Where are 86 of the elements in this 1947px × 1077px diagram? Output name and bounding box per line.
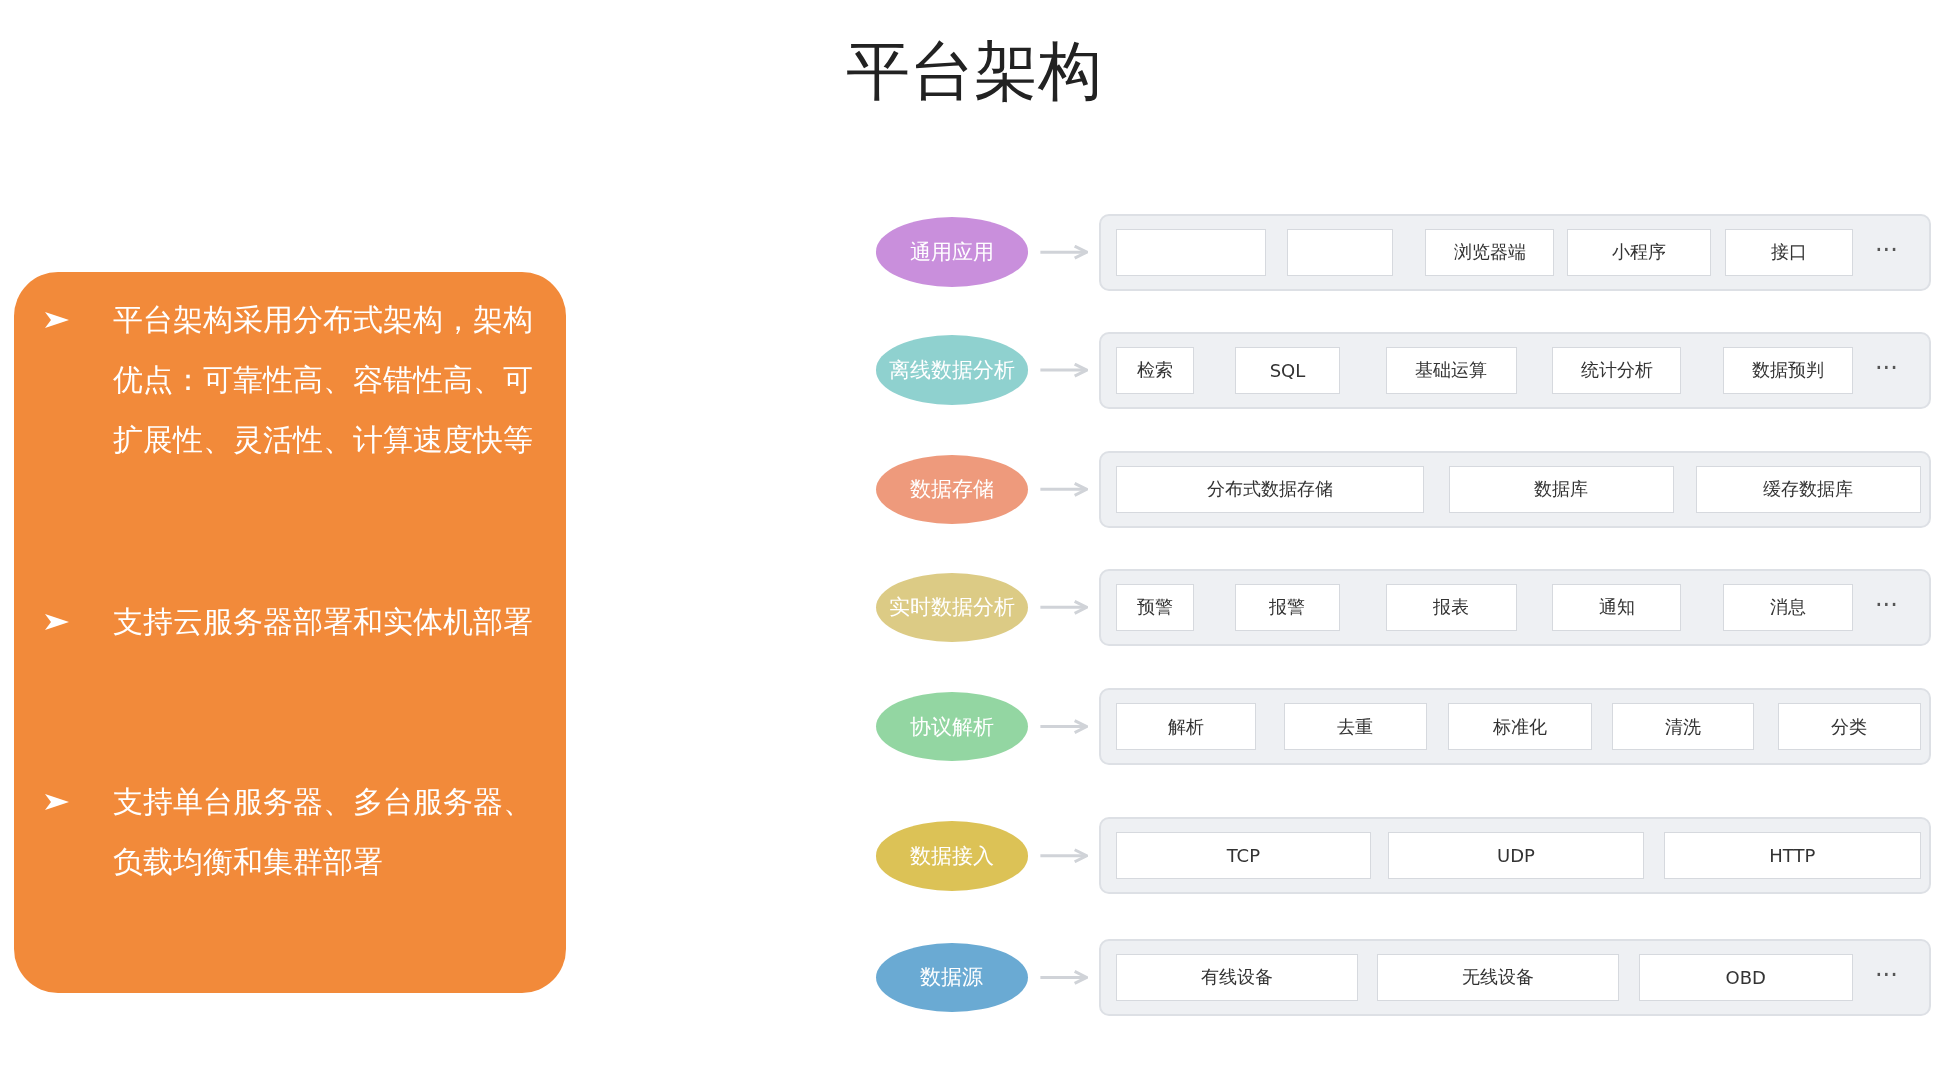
module-box: [1778, 702, 1921, 751]
module-name: 基础运算: [1415, 358, 1488, 383]
layer-name: 数据源: [920, 964, 984, 992]
module-name: 清洗: [1665, 714, 1701, 739]
module-box: [1235, 583, 1340, 631]
module-name: 解析: [1168, 714, 1205, 739]
module-box: [1116, 465, 1425, 513]
arrow: [1040, 719, 1089, 735]
module-name: 浏览器端: [1453, 240, 1526, 265]
arrow: [1040, 244, 1089, 260]
layer-name: 协议解析: [910, 713, 994, 741]
layer-name: 实时数据分析: [889, 594, 1015, 622]
module-name: SQL: [1269, 359, 1306, 381]
ellipsis: ···: [1874, 961, 1898, 990]
layer-panel: [1099, 688, 1932, 766]
module-name: HTTP: [1769, 845, 1816, 867]
layer-name: 数据存储: [910, 476, 994, 504]
module-box: [1696, 465, 1921, 513]
module-box: [1425, 228, 1555, 276]
title: 平台架构: [844, 33, 1103, 110]
layer-name: 数据接入: [910, 842, 994, 870]
module-name: 数据预判: [1751, 358, 1824, 383]
module-box: [1663, 832, 1921, 880]
module-name: 分类: [1831, 714, 1868, 739]
layer-panel: [1099, 568, 1932, 646]
module-box: [1447, 702, 1592, 751]
module-name: 统计分析: [1580, 358, 1653, 383]
module-name: 分布式数据存储: [1207, 477, 1334, 502]
module-box: [1283, 702, 1427, 751]
module-box: [1385, 583, 1518, 631]
module-box: [1638, 953, 1853, 1001]
layer-panel: [1099, 450, 1932, 528]
module-name: 数据库: [1534, 477, 1589, 502]
module-box: [1116, 832, 1371, 880]
module-box: [1611, 702, 1755, 751]
module-box: [1723, 346, 1853, 394]
module-box: [1448, 465, 1674, 513]
module-name: 接口: [1770, 240, 1807, 265]
module-box: [1385, 346, 1518, 394]
arrow: [1040, 481, 1089, 497]
module-box: [1116, 228, 1267, 276]
layer-name: 通用应用: [910, 239, 994, 267]
bullet-text: 支持云服务器部署和实体机部署: [113, 603, 534, 641]
module-box: [1116, 702, 1257, 751]
module-box: [1724, 228, 1853, 276]
module-box: [1388, 832, 1644, 880]
module-name: 预警: [1137, 595, 1174, 620]
arrow: [1040, 599, 1089, 615]
module-box: [1116, 953, 1359, 1001]
ellipsis: ···: [1874, 354, 1898, 383]
layer-panel: [1099, 331, 1932, 409]
module-name: 通知: [1598, 595, 1635, 620]
module-box: [1723, 583, 1853, 631]
layer-panel: [1099, 213, 1932, 291]
module-name: 报警: [1269, 595, 1306, 620]
arrow: [1040, 969, 1089, 985]
module-box: [1552, 346, 1682, 394]
info-panel: [14, 272, 566, 993]
bullet-text: 支持单台服务器、多台服务器、负载均衡和集群部署: [113, 783, 534, 881]
module-name: 检索: [1137, 358, 1174, 383]
module-name: 小程序: [1611, 240, 1666, 265]
module-box: [1235, 346, 1340, 394]
module-name: OBD: [1725, 966, 1766, 988]
module-box: [1116, 346, 1195, 394]
module-box: [1287, 228, 1393, 276]
module-name: UDP: [1497, 845, 1535, 867]
module-box: [1552, 583, 1682, 631]
module-name: 无线设备: [1461, 965, 1534, 990]
module-name: 标准化: [1492, 714, 1547, 739]
layer-panel: [1099, 938, 1932, 1016]
module-name: TCP: [1226, 845, 1261, 867]
module-box: [1116, 583, 1195, 631]
ellipsis: ···: [1874, 591, 1898, 620]
module-name: 去重: [1337, 714, 1374, 739]
module-name: 缓存数据库: [1763, 477, 1854, 502]
module-name: 有线设备: [1201, 965, 1274, 990]
module-box: [1376, 953, 1620, 1001]
layer-name: 离线数据分析: [889, 357, 1015, 385]
layer-panel: [1099, 817, 1932, 895]
module-name: 报表: [1433, 595, 1470, 620]
ellipsis: ···: [1874, 236, 1898, 265]
module-name: 消息: [1769, 595, 1806, 620]
bullet-text: 平台架构采用分布式架构，架构优点：可靠性高、容错性高、可扩展性、灵活性、计算速度快等: [113, 301, 534, 459]
module-box: [1566, 228, 1711, 276]
arrow: [1040, 848, 1089, 864]
arrow: [1040, 362, 1089, 378]
